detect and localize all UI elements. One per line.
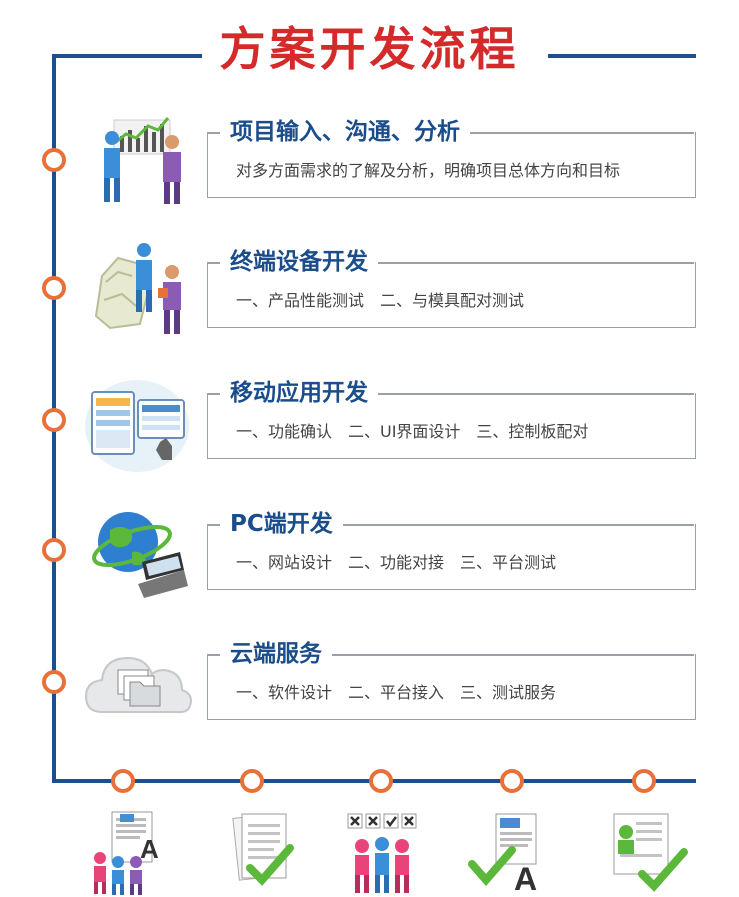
step-card: PC端开发 一、网站设计 二、功能对接 三、平台测试: [206, 504, 696, 590]
document-check-icon: A: [468, 813, 537, 896]
step-description: 对多方面需求的了解及分析，明确项目总体方向和目标: [236, 161, 621, 180]
step-title: PC端开发: [220, 504, 343, 544]
bottom-node: [632, 769, 656, 793]
step-description: 一、功能确认 二、UI界面设计 三、控制板配对: [236, 422, 589, 441]
team-document-icon: A: [94, 811, 159, 895]
user-document-check-icon: [613, 813, 688, 892]
timeline-node: [42, 148, 66, 172]
step-card: 项目输入、沟通、分析 对多方面需求的了解及分析，明确项目总体方向和目标: [206, 112, 696, 198]
step-title: 终端设备开发: [220, 242, 378, 282]
step-description: 一、软件设计 二、平台接入 三、测试服务: [236, 683, 557, 702]
timeline-node: [42, 670, 66, 694]
page-title-text: 方案开发流程: [203, 22, 536, 76]
approved-document-icon: [232, 813, 294, 886]
step-description: 一、产品性能测试 二、与模具配对测试: [236, 291, 525, 310]
frame-top-line-left: [52, 54, 202, 58]
step-card: 移动应用开发 一、功能确认 二、UI界面设计 三、控制板配对: [206, 373, 696, 459]
timeline-node: [42, 538, 66, 562]
bottom-node: [369, 769, 393, 793]
bottom-node: [240, 769, 264, 793]
chart-presentation-icon: [104, 117, 181, 204]
step-title: 移动应用开发: [220, 373, 378, 413]
page-title: 方案开发流程: [0, 14, 739, 84]
app-screens-icon: [85, 380, 189, 472]
step-description: 一、网站设计 二、功能对接 三、平台测试: [236, 553, 557, 572]
step-card: 终端设备开发 一、产品性能测试 二、与模具配对测试: [206, 242, 696, 328]
step-title: 项目输入、沟通、分析: [220, 112, 470, 152]
step-title: 云端服务: [220, 634, 332, 674]
bottom-node: [500, 769, 524, 793]
rock-carving-icon: [94, 243, 181, 334]
frame-top-line-right: [548, 54, 696, 58]
bottom-node: [111, 769, 135, 793]
globe-laptop-icon: [92, 512, 188, 598]
timeline-node: [42, 408, 66, 432]
step-card: 云端服务 一、软件设计 二、平台接入 三、测试服务: [206, 634, 696, 720]
cloud-folder-icon: [84, 656, 192, 713]
timeline-node: [42, 276, 66, 300]
team-review-icon: [347, 813, 417, 893]
svg-text:A: A: [140, 834, 159, 864]
svg-text:A: A: [514, 861, 537, 896]
